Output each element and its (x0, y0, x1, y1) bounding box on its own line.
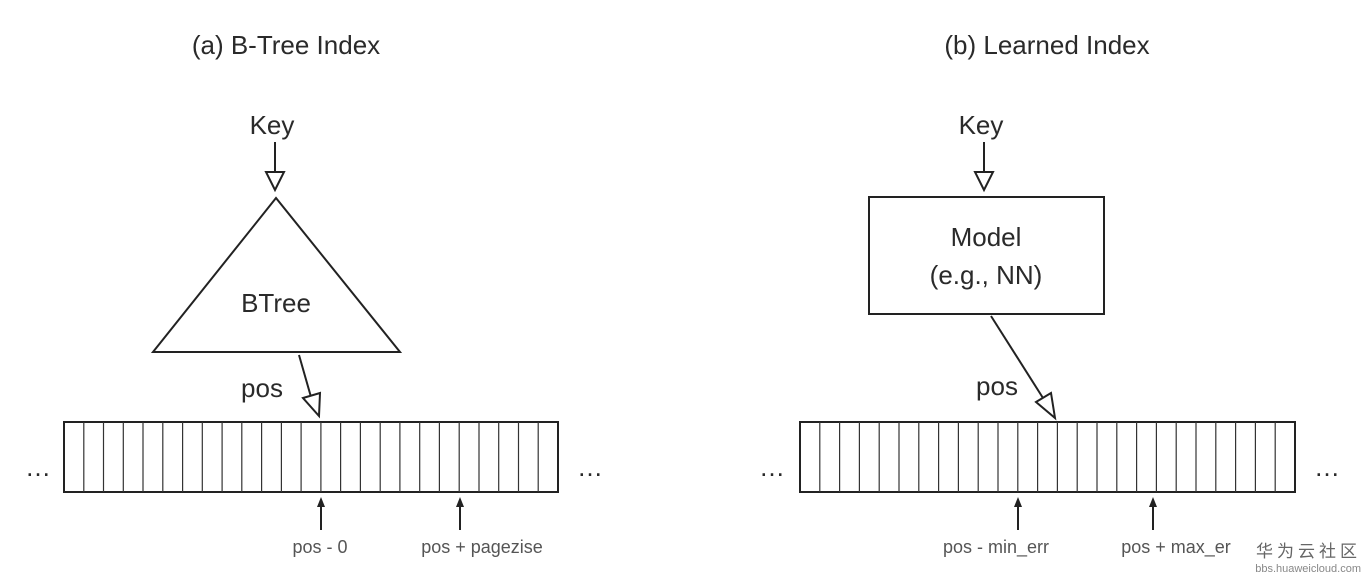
learned-key-arrow (973, 142, 995, 193)
watermark-url: bbs.huaweicloud.com (1255, 563, 1361, 575)
btree-pos-label: pos (241, 373, 283, 403)
learned-lower-bound-marker (1014, 497, 1022, 530)
learned-array-cells (819, 422, 1276, 492)
learned-ellipsis-left: … (759, 452, 785, 482)
btree-panel: (a) B-Tree Index Key BTree pos … … pos -… (25, 30, 603, 557)
btree-array-cells (83, 422, 539, 492)
btree-label: BTree (241, 288, 311, 318)
btree-upper-bound-marker (456, 497, 464, 530)
btree-array-outline (63, 421, 559, 493)
learned-panel: (b) Learned Index Key Model (e.g., NN) p… (759, 30, 1340, 558)
learned-pos-label: pos (976, 371, 1018, 401)
model-label: Model (951, 222, 1022, 252)
btree-pos-arrow (298, 354, 322, 419)
model-box (868, 196, 1105, 315)
learned-array (799, 421, 1296, 493)
btree-upper-bound-label: pos + pagezise (421, 537, 543, 557)
learned-title: (b) Learned Index (944, 30, 1149, 60)
btree-lower-bound-label: pos - 0 (292, 537, 347, 557)
btree-key-label: Key (250, 110, 295, 140)
watermark: 华为云社区 bbs.huaweicloud.com (1255, 542, 1361, 575)
btree-key-arrow (264, 142, 286, 193)
btree-ellipsis-right: … (577, 452, 603, 482)
btree-lower-bound-marker (317, 497, 325, 530)
btree-triangle (150, 196, 403, 353)
learned-pos-arrow (990, 315, 1057, 421)
learned-upper-bound-label: pos + max_er (1121, 537, 1231, 558)
learned-array-outline (799, 421, 1296, 493)
learned-key-label: Key (959, 110, 1004, 140)
btree-ellipsis-left: … (25, 452, 51, 482)
learned-upper-bound-marker (1149, 497, 1157, 530)
model-example-label: (e.g., NN) (930, 260, 1043, 290)
learned-lower-bound-label: pos - min_err (943, 537, 1049, 558)
learned-ellipsis-right: … (1314, 452, 1340, 482)
watermark-brand: 华为云社区 (1256, 542, 1361, 561)
btree-array (63, 421, 559, 493)
btree-title: (a) B-Tree Index (192, 30, 380, 60)
